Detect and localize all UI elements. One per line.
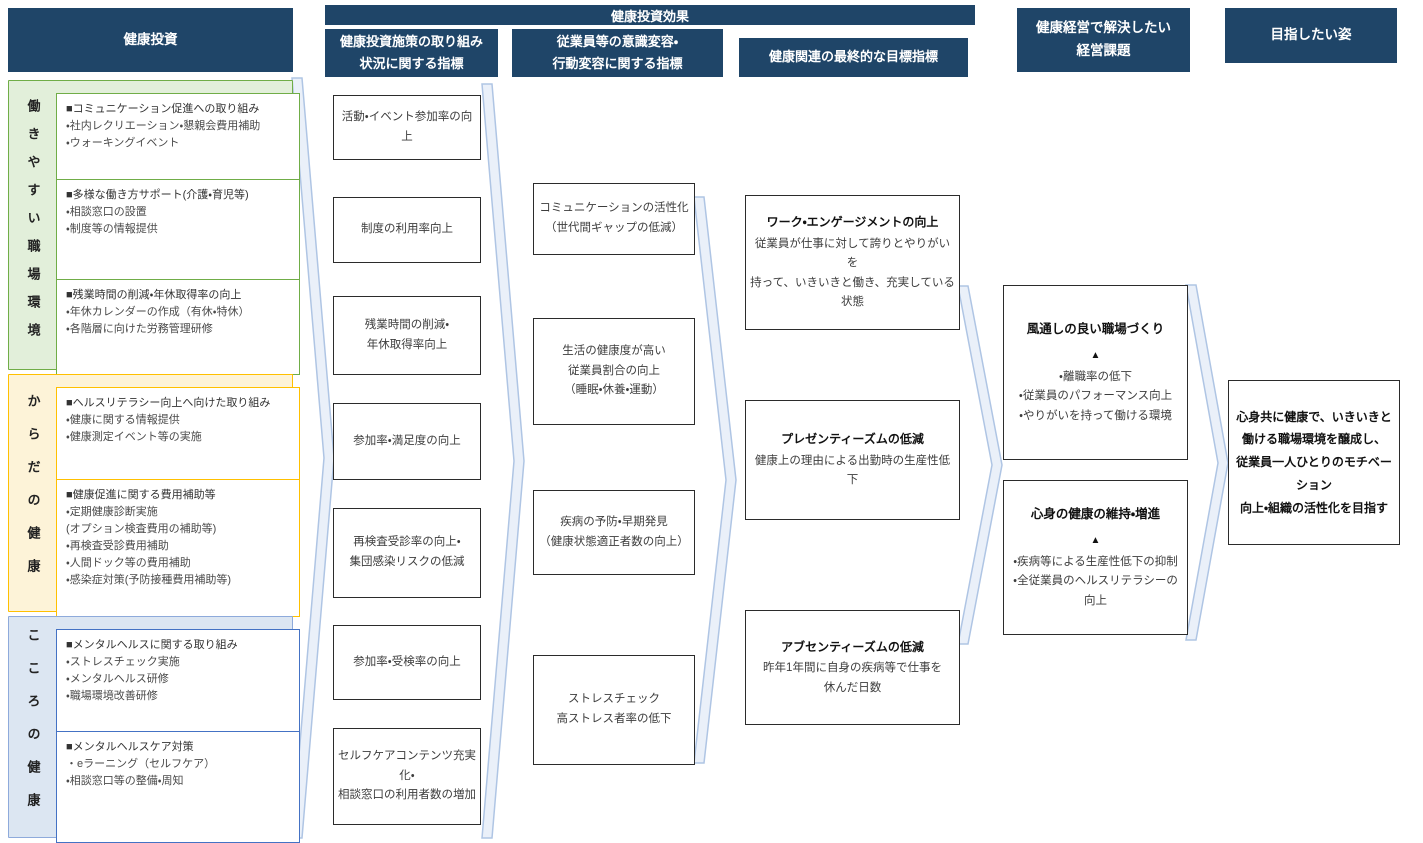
- box-title: ■メンタルヘルスケア対策: [66, 741, 194, 753]
- header-awareness-indicators: 従業員等の意識変容・ 行動変容に関する指標: [512, 29, 723, 77]
- issue-item: ・従業員のパフォーマンス向上: [1018, 390, 1173, 403]
- box-item: ・各階層に向けた労務管理研修: [66, 323, 213, 336]
- target-description: 健康上の理由による出勤時の生産性低下: [754, 454, 951, 487]
- issue-item: ・やりがいを持って働ける環境: [1019, 409, 1172, 422]
- up-triangle-icon: ▲: [1090, 349, 1101, 361]
- header-vision: 目指したい姿: [1225, 8, 1397, 63]
- header-final-targets: 健康関連の最終的な目標指標: [739, 38, 968, 77]
- header-management-issues: 健康経営で解決したい 経営課題: [1017, 8, 1190, 72]
- awareness-healthy-lifestyle: 生活の健康度が高い 従業員割合の向上 （睡眠・休養・運動）: [533, 318, 695, 425]
- box-item: ・定期健康診断実施: [66, 506, 158, 519]
- box-item: ・相談窓口の設置: [66, 206, 147, 219]
- issue-title: 風通しの良い職場づくり: [1026, 321, 1165, 336]
- box-item: ・年休カレンダーの作成（有休・特休）: [66, 306, 250, 319]
- awareness-stress-check: ストレスチェック 高ストレス者率の低下: [533, 655, 695, 765]
- indicator-event-participation: 活動・イベント参加率の向上: [333, 95, 481, 160]
- target-title: アブセンティーズムの低減: [781, 639, 924, 654]
- box-item: ・相談窓口等の整備・周知: [66, 775, 184, 788]
- indicator-selfcare-consultation: セルフケアコンテンツ充実化・ 相談窓口の利用者数の増加: [333, 728, 481, 825]
- investment-box-health-subsidies: ■健康促進に関する費用補助等 ・定期健康診断実施 (オプション検査費用の補助等)…: [56, 479, 300, 617]
- vision-box: 心身共に健康で、いきいきと 働ける職場環境を醸成し、 従業員一人ひとりのモチベー…: [1228, 380, 1400, 545]
- target-title: ワーク・エンゲージメントの向上: [766, 215, 939, 230]
- investment-box-health-literacy: ■ヘルスリテラシー向上へ向けた取り組み ・健康に関する情報提供 ・健康測定イベン…: [56, 387, 300, 487]
- flow-arrow-1: [291, 77, 335, 839]
- section-mental-health: こころの健康 ■メンタルヘルスに関する取り組み ・ストレスチェック実施 ・メンタ…: [8, 616, 300, 843]
- issue-title: 心身の健康の維持・増進: [1030, 506, 1161, 521]
- box-item: ・ストレスチェック実施: [66, 656, 180, 669]
- flow-arrow-2: [481, 83, 525, 839]
- issue-item: ・全従業員のヘルスリテラシーの向上: [1013, 575, 1178, 607]
- up-triangle-icon: ▲: [1090, 534, 1101, 546]
- target-absenteeism: アブセンティーズムの低減 昨年1年間に自身の疾病等で仕事を 休んだ日数: [745, 610, 960, 725]
- header-investment: 健康投資: [8, 8, 293, 72]
- target-work-engagement: ワーク・エンゲージメントの向上 従業員が仕事に対して誇りとやりがいを 持って、い…: [745, 195, 960, 330]
- target-description: 従業員が仕事に対して誇りとやりがいを 持って、いきいきと働き、充実している状態: [750, 237, 955, 309]
- box-item: ・制度等の情報提供: [66, 223, 158, 236]
- indicator-overtime-leave: 残業時間の削減・ 年休取得率向上: [333, 296, 481, 375]
- investment-box-mental-initiatives: ■メンタルヘルスに関する取り組み ・ストレスチェック実施 ・メンタルヘルス研修 …: [56, 629, 300, 737]
- flow-arrow-5: [1185, 284, 1229, 641]
- investment-box-mental-care: ■メンタルヘルスケア対策 ・eラーニング（セルフケア） ・相談窓口等の整備・周知: [56, 731, 300, 843]
- box-item: ・健康測定イベント等の実施: [66, 431, 202, 444]
- issue-item: ・疾病等による生産性低下の抑制: [1013, 555, 1178, 568]
- box-title: ■ヘルスリテラシー向上へ向けた取り組み: [66, 397, 271, 409]
- header-investment-label: 健康投資: [123, 31, 178, 47]
- investment-box-communication: ■コミュニケーション促進への取り組み ・社内レクリエーション・懇親会費用補助 ・…: [56, 93, 300, 187]
- box-title: ■残業時間の削減・年休取得率の向上: [66, 289, 242, 301]
- header-effect-label: 健康投資効果: [610, 8, 689, 24]
- box-title: ■コミュニケーション促進への取り組み: [66, 103, 260, 115]
- box-item: ・メンタルヘルス研修: [66, 673, 169, 686]
- vision-text: 心身共に健康で、いきいきと 働ける職場環境を醸成し、 従業員一人ひとりのモチベー…: [1236, 409, 1392, 515]
- target-description: 昨年1年間に自身の疾病等で仕事を 休んだ日数: [763, 662, 942, 694]
- issue-health-maintenance: 心身の健康の維持・増進 ▲ ・疾病等による生産性低下の抑制 ・全従業員のヘルスリ…: [1003, 480, 1188, 635]
- box-title: ■健康促進に関する費用補助等: [66, 489, 216, 501]
- indicator-participation-satisfaction: 参加率・満足度の向上: [333, 403, 481, 480]
- box-item: ・健康に関する情報提供: [66, 414, 180, 427]
- flow-arrow-4: [957, 285, 1003, 645]
- investment-box-overtime-reduction: ■残業時間の削減・年休取得率の向上 ・年休カレンダーの作成（有休・特休） ・各階…: [56, 279, 300, 375]
- target-presenteeism: プレゼンティーズムの低減 健康上の理由による出勤時の生産性低下: [745, 400, 960, 520]
- box-item: ・感染症対策(予防接種費用補助等): [66, 574, 232, 587]
- box-item: (オプション検査費用の補助等): [66, 523, 217, 536]
- section-physical-label: からだの健康: [25, 394, 41, 592]
- box-item: ・eラーニング（セルフケア）: [66, 758, 216, 771]
- box-item: ・社内レクリエーション・懇親会費用補助: [66, 120, 261, 133]
- section-physical-health: からだの健康 ■ヘルスリテラシー向上へ向けた取り組み ・健康に関する情報提供 ・…: [8, 374, 300, 617]
- section-mental-label: こころの健康: [25, 628, 41, 826]
- flow-arrow-3: [693, 196, 737, 764]
- box-title: ■多様な働き方サポート(介護・育児等): [66, 189, 249, 201]
- issue-item: ・離職率の低下: [1059, 370, 1132, 383]
- box-item: ・再検査受診費用補助: [66, 540, 169, 553]
- awareness-disease-prevention: 疾病の予防・早期発見 （健康状態適正者数の向上）: [533, 490, 695, 575]
- box-title: ■メンタルヘルスに関する取り組み: [66, 639, 238, 651]
- box-item: ・職場環境改善研修: [66, 690, 158, 703]
- indicator-reexamination-infection: 再検査受診率の向上・ 集団感染リスクの低減: [333, 508, 481, 598]
- box-item: ・人間ドック等の費用補助: [66, 557, 191, 570]
- indicator-system-usage: 制度の利用率向上: [333, 197, 481, 263]
- header-effect-banner: 健康投資効果: [325, 5, 975, 25]
- box-item: ・ウォーキングイベント: [66, 137, 180, 150]
- target-title: プレゼンティーズムの低減: [781, 432, 924, 447]
- header-initiative-indicators: 健康投資施策の取り組み 状況に関する指標: [325, 29, 498, 77]
- investment-box-workstyle-support: ■多様な働き方サポート(介護・育児等) ・相談窓口の設置 ・制度等の情報提供: [56, 179, 300, 283]
- issue-open-workplace: 風通しの良い職場づくり ▲ ・離職率の低下 ・従業員のパフォーマンス向上 ・やり…: [1003, 285, 1188, 460]
- section-workplace-environment: 働きやすい職場環境 ■コミュニケーション促進への取り組み ・社内レクリエーション…: [8, 80, 300, 375]
- section-workplace-label: 働きやすい職場環境: [25, 99, 41, 351]
- awareness-communication: コミュニケーションの活性化 （世代間ギャップの低減）: [533, 183, 695, 255]
- indicator-participation-testing: 参加率・受検率の向上: [333, 625, 481, 700]
